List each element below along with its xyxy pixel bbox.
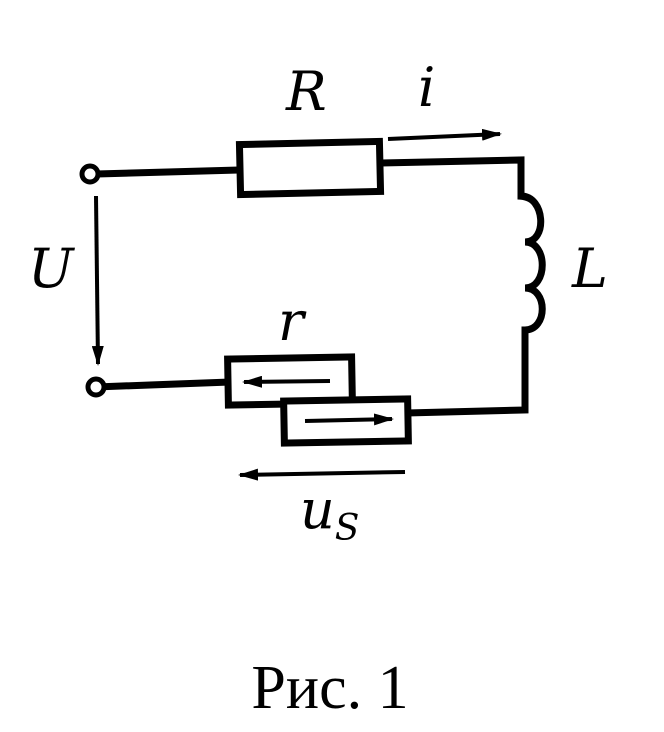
wire-bottom-left [92, 378, 234, 391]
label-i: i [418, 56, 435, 119]
wire-top-left [92, 166, 244, 178]
shunt-lower-arrow [304, 413, 394, 426]
current-i-arrow [387, 128, 502, 141]
label-us-main: u [300, 478, 335, 541]
wire-top-right [376, 156, 525, 200]
input-terminal-top [79, 163, 101, 185]
label-us: uS [300, 478, 359, 549]
shunt-upper-arrow [242, 375, 331, 388]
figure-caption: Рис. 1 [251, 654, 408, 722]
label-r-shunt: r [278, 290, 307, 353]
label-r-main: R [285, 60, 327, 123]
wire-right [401, 331, 529, 417]
label-u: U [28, 237, 75, 300]
resistor-r-main [235, 137, 385, 199]
shunt-voltage-arrow [238, 468, 406, 481]
label-l: L [571, 237, 608, 300]
inductor-coil [517, 192, 546, 339]
input-terminal-bottom [85, 376, 107, 398]
voltage-u-arrow [91, 195, 104, 366]
label-us-sub: S [335, 508, 360, 549]
